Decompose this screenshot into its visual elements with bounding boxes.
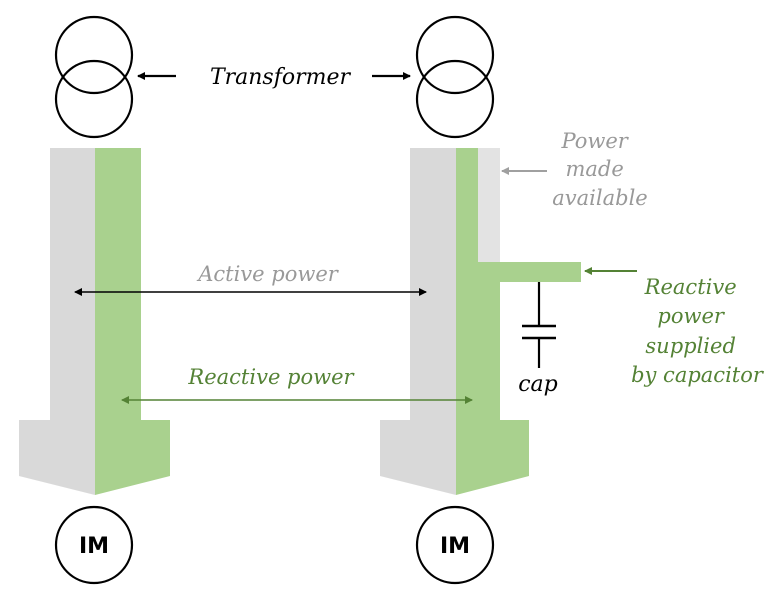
right-power-made-available-band (478, 148, 500, 262)
power-made-available-label: Power made available (552, 129, 647, 210)
reactive-by-capacitor-label: Reactive power supplied by capacitor (631, 275, 765, 387)
reactive-power-label: Reactive power (187, 365, 355, 389)
right-reactive-band (456, 148, 581, 495)
motor-right-label: IM (440, 534, 470, 559)
left-active-band (19, 148, 95, 495)
right-power-arrow (380, 148, 581, 495)
reactive-by-capacitor-line-2: power (657, 304, 725, 328)
cap-label: cap (518, 372, 558, 397)
transformer-label: Transformer (210, 65, 352, 90)
motor-right-icon: IM (415, 505, 495, 585)
motor-left-label: IM (79, 534, 109, 559)
left-power-arrow (19, 148, 170, 495)
reactive-by-capacitor-line-3: supplied (645, 334, 736, 358)
reactive-by-capacitor-line-1: Reactive (644, 275, 737, 299)
power-made-available-line-3: available (552, 186, 647, 210)
active-power-label: Active power (196, 262, 340, 286)
power-made-available-line-1: Power (560, 129, 629, 153)
power-made-available-line-2: made (566, 157, 624, 181)
right-active-band (380, 148, 456, 495)
capacitor-icon (522, 282, 556, 368)
motor-left-icon: IM (54, 505, 134, 585)
transformer-left-icon (54, 15, 134, 139)
left-reactive-band (95, 148, 170, 495)
reactive-by-capacitor-line-4: by capacitor (631, 363, 765, 387)
transformer-right-icon (415, 15, 495, 139)
